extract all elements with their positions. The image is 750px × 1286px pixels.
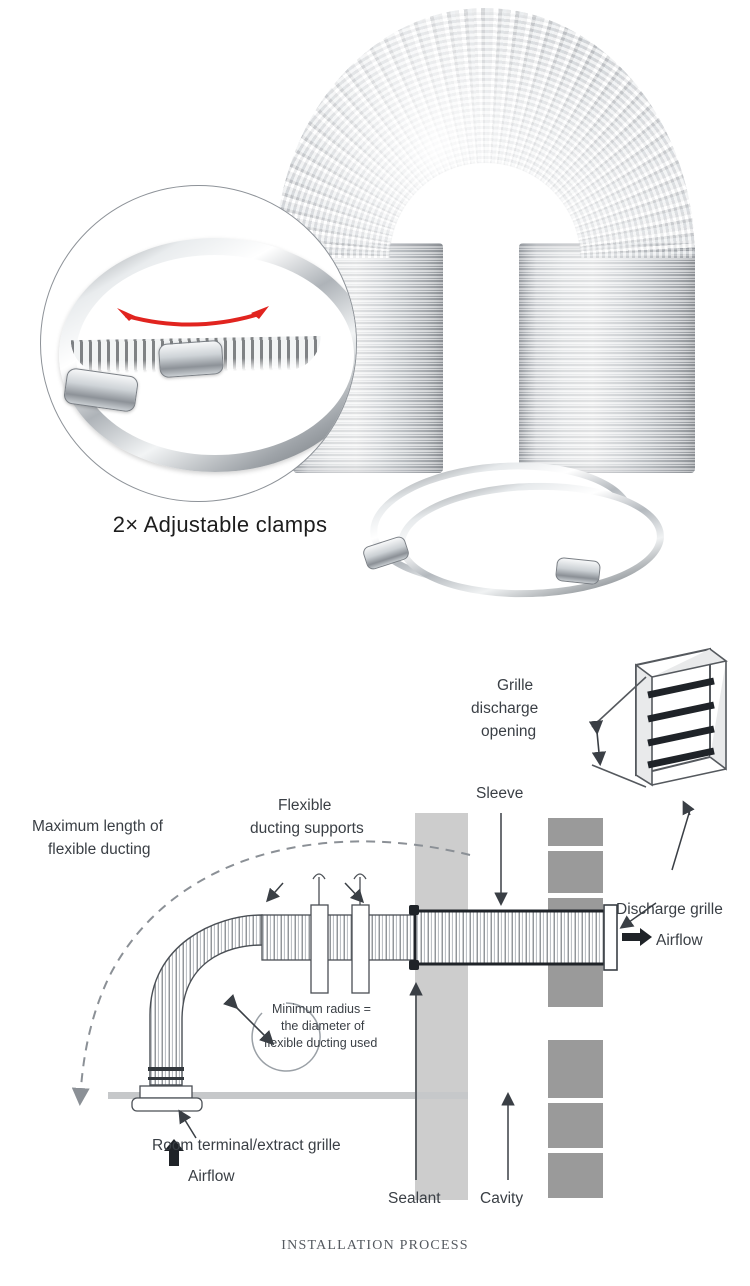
label-cavity: Cavity <box>480 1190 523 1207</box>
leader-support-1 <box>266 882 284 903</box>
label-sealant: Sealant <box>388 1190 441 1207</box>
room-terminal-grille <box>131 1085 203 1112</box>
label-grille-opening-line2: discharge <box>471 700 538 717</box>
label-supports-line2: ducting supports <box>250 820 364 837</box>
leader-grille-icon-head <box>682 800 695 816</box>
leader-room-terminal <box>178 1109 197 1139</box>
installation-process-footer: INSTALLATION PROCESS <box>281 1238 469 1253</box>
label-airflow-right: Airflow <box>656 932 703 949</box>
ducting-support-2 <box>351 873 370 994</box>
label-min-radius-line3: flexible ducting used <box>264 1036 377 1050</box>
duct-leg-right <box>519 243 695 473</box>
label-min-radius-line1: Minimum radius = <box>272 1002 371 1016</box>
leader-discharge-grille <box>619 902 657 929</box>
duct-arc <box>275 8 695 258</box>
max-length-dashed-curve <box>71 840 471 1106</box>
label-sleeve: Sleeve <box>476 785 523 802</box>
label-grille-opening-line1: Grille <box>497 677 533 694</box>
airflow-arrow-right-icon <box>622 928 652 946</box>
clamp-screw-2 <box>554 556 602 586</box>
leader-grille-icon <box>671 809 691 871</box>
label-min-radius-line2: the diameter of <box>281 1019 365 1033</box>
label-room-terminal: Room terminal/extract grille <box>152 1137 341 1154</box>
duct-arc-highlight <box>275 8 695 258</box>
label-discharge-grille: Discharge grille <box>616 901 723 918</box>
cavity-wall-bricks <box>548 818 603 1198</box>
grille-discharge-opening-icon <box>588 647 728 788</box>
floor-slab <box>108 1092 468 1099</box>
flexible-duct-image <box>275 8 695 473</box>
discharge-grille-frame <box>603 904 618 971</box>
label-max-length-line1: Maximum length of <box>32 818 164 835</box>
ducting-support-1 <box>310 873 329 994</box>
duct-clamp-top <box>409 905 419 915</box>
airflow-arrow-up-icon <box>164 1139 184 1166</box>
duct-elbow <box>148 914 263 1086</box>
adjust-double-arrow-icon <box>117 306 269 327</box>
sleeve-wall-leaf <box>415 813 468 1200</box>
clamp-closeup-inset <box>40 185 357 502</box>
minimum-radius-indicator <box>222 993 321 1072</box>
label-max-length-line2: flexible ducting <box>48 841 151 858</box>
clamps-caption: 2× Adjustable clamps <box>112 512 328 537</box>
clamp-screw-housing-front <box>157 339 225 379</box>
installation-diagram: Maximum length of flexible ducting Flexi… <box>32 647 728 1207</box>
product-photo-section: 2× Adjustable clamps <box>0 0 750 615</box>
label-airflow-left: Airflow <box>188 1168 235 1185</box>
label-grille-opening-line3: opening <box>481 723 536 740</box>
duct-clamp-bottom <box>409 960 419 970</box>
installation-diagram-section: Maximum length of flexible ducting Flexi… <box>0 615 750 1286</box>
label-supports-line1: Flexible <box>278 797 331 814</box>
loose-clamps-image <box>360 453 666 602</box>
leader-support-2 <box>344 882 365 904</box>
